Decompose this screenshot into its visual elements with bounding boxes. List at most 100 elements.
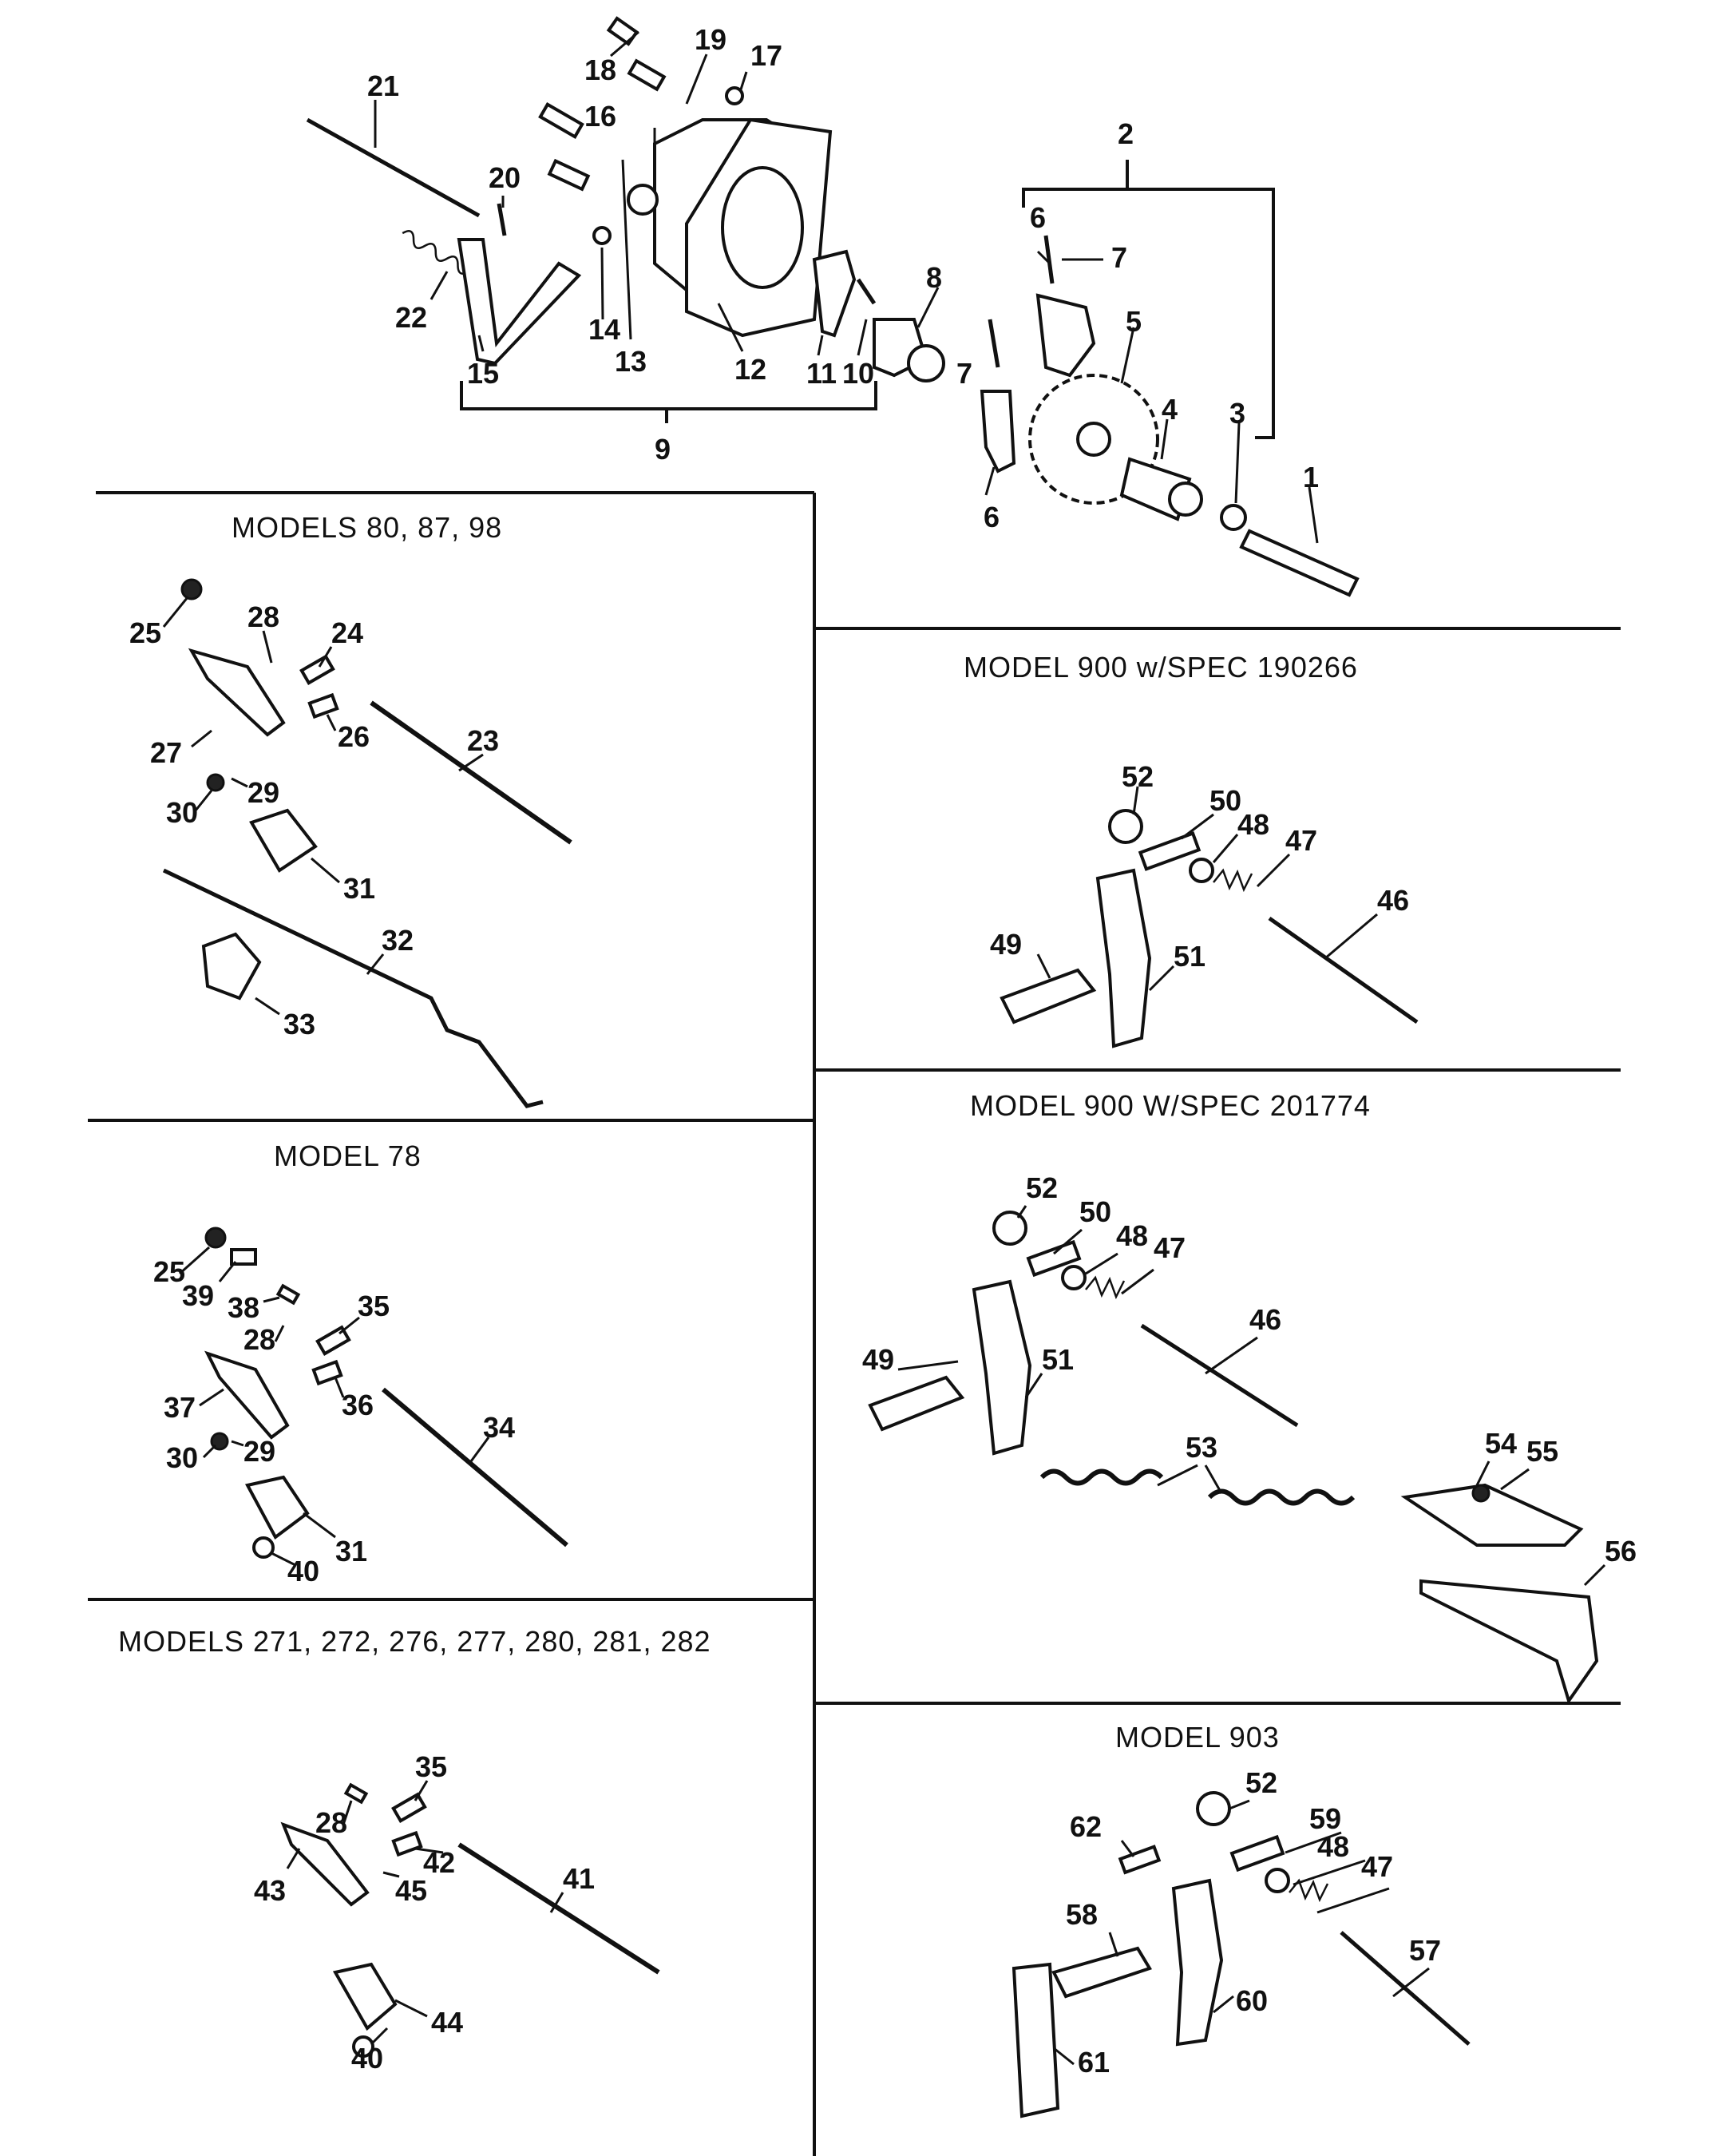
callout-19: 19 xyxy=(695,23,726,56)
callout-5: 5 xyxy=(1126,305,1142,338)
callout-4: 4 xyxy=(1162,393,1178,426)
callout-35: 35 xyxy=(358,1290,390,1322)
section-title-model-903: MODEL 903 xyxy=(1115,1721,1280,1754)
callout-40-m271: 40 xyxy=(351,2042,383,2075)
callout-2: 2 xyxy=(1118,117,1134,150)
callout-36: 36 xyxy=(342,1389,374,1421)
callout-14: 14 xyxy=(588,313,620,346)
callout-61: 61 xyxy=(1078,2046,1110,2079)
callout-30-m78: 30 xyxy=(166,1441,198,1474)
callout-47-b: 47 xyxy=(1154,1231,1186,1264)
callout-52: 52 xyxy=(1122,760,1154,793)
callout-20: 20 xyxy=(489,161,521,194)
callout-51-b: 51 xyxy=(1042,1343,1074,1376)
callout-38: 38 xyxy=(228,1291,259,1324)
section-title-model-78: MODEL 78 xyxy=(274,1139,422,1172)
callout-27: 27 xyxy=(150,736,182,769)
callout-59: 59 xyxy=(1309,1802,1341,1835)
callout-47: 47 xyxy=(1285,824,1317,857)
callout-11: 11 xyxy=(806,357,837,390)
callout-37: 37 xyxy=(164,1391,196,1424)
callout-numbers-models-80-87-98: 23 24 25 26 27 28 29 30 31 32 33 xyxy=(129,600,499,1040)
callout-3: 3 xyxy=(1229,397,1245,430)
callout-49: 49 xyxy=(990,928,1022,961)
callout-13: 13 xyxy=(615,345,647,378)
callout-28-m271: 28 xyxy=(315,1806,347,1839)
callout-8: 8 xyxy=(926,261,942,294)
callout-34: 34 xyxy=(483,1411,515,1444)
section-title-model-900-spec-201774: MODEL 900 W/SPEC 201774 xyxy=(970,1089,1371,1122)
callout-9: 9 xyxy=(655,433,671,466)
section-title-model-900-spec-190266: MODEL 900 w/SPEC 190266 xyxy=(964,651,1358,684)
callout-39: 39 xyxy=(182,1279,214,1312)
governor-top-assembly xyxy=(306,16,1360,597)
callout-52-b: 52 xyxy=(1026,1171,1058,1204)
callout-58: 58 xyxy=(1066,1898,1098,1931)
callout-28: 28 xyxy=(247,600,279,633)
callout-54: 54 xyxy=(1485,1427,1517,1460)
callout-23: 23 xyxy=(467,724,499,757)
section-title-models-80-87-98: MODELS 80, 87, 98 xyxy=(232,511,502,544)
callout-28-m78: 28 xyxy=(243,1323,275,1356)
section-title-models-271-282: MODELS 271, 272, 276, 277, 280, 281, 282 xyxy=(118,1625,711,1658)
callout-60: 60 xyxy=(1236,1984,1268,2017)
callout-43: 43 xyxy=(254,1874,286,1907)
callout-41: 41 xyxy=(563,1862,595,1895)
callout-48-m903: 48 xyxy=(1317,1830,1349,1863)
callout-30: 30 xyxy=(166,796,198,829)
callout-47-m903: 47 xyxy=(1361,1850,1393,1883)
callout-35-m271: 35 xyxy=(415,1750,447,1783)
callout-55: 55 xyxy=(1526,1435,1558,1468)
callout-numbers-model-900-spec-201774: 46 47 48 49 50 51 52 53 53 54 55 56 xyxy=(862,1171,1637,1567)
callout-17: 17 xyxy=(750,39,782,72)
callout-31: 31 xyxy=(343,872,375,905)
callout-48: 48 xyxy=(1237,808,1269,841)
callout-50-b: 50 xyxy=(1079,1195,1111,1228)
callout-21: 21 xyxy=(367,69,399,102)
callout-numbers-model-903: 47 48 52 57 58 59 60 61 62 xyxy=(1066,1766,1441,2079)
callout-26: 26 xyxy=(338,720,370,753)
callout-29: 29 xyxy=(247,776,279,809)
model-900-spec-190266-parts xyxy=(1000,809,1419,1048)
callout-6-lower: 6 xyxy=(984,501,1000,533)
callout-40-m78: 40 xyxy=(287,1555,319,1587)
callout-52-m903: 52 xyxy=(1245,1766,1277,1799)
models-271-282-parts xyxy=(280,1782,660,2058)
callout-16: 16 xyxy=(584,100,616,133)
callout-45: 45 xyxy=(395,1874,427,1907)
callout-33: 33 xyxy=(283,1008,315,1040)
leader-lines xyxy=(162,30,1606,2066)
callout-51: 51 xyxy=(1174,940,1205,973)
callout-32: 32 xyxy=(382,924,414,957)
callout-numbers-model-78: 25 28 29 30 31 34 35 36 37 38 39 40 xyxy=(153,1255,515,1587)
section-frames xyxy=(88,160,1621,2156)
callout-15: 15 xyxy=(467,357,499,390)
callout-6-upper: 6 xyxy=(1030,201,1046,234)
callout-numbers-top: 1 2 3 4 5 6 6 7 7 8 9 10 11 12 13 14 15 … xyxy=(367,23,1319,533)
callout-numbers-model-900-spec-190266: 46 47 48 49 50 51 52 xyxy=(990,760,1409,973)
models-80-87-98-parts xyxy=(162,578,572,1108)
callout-53: 53 xyxy=(1186,1431,1217,1464)
callout-31-m78: 31 xyxy=(335,1535,367,1567)
callout-12: 12 xyxy=(734,353,766,386)
callout-29-m78: 29 xyxy=(243,1435,275,1468)
callout-7-upper: 7 xyxy=(1111,241,1127,274)
callout-62: 62 xyxy=(1070,1810,1102,1843)
callout-42: 42 xyxy=(423,1846,455,1879)
callout-46: 46 xyxy=(1377,884,1409,917)
callout-24: 24 xyxy=(331,616,363,649)
callout-56: 56 xyxy=(1605,1535,1637,1567)
callout-48-b: 48 xyxy=(1116,1219,1148,1252)
callout-46-b: 46 xyxy=(1249,1303,1281,1336)
callout-44: 44 xyxy=(431,2006,463,2039)
callout-22: 22 xyxy=(395,301,427,334)
model-78-parts xyxy=(204,1227,568,1559)
callout-49-b: 49 xyxy=(862,1343,894,1376)
model-900-spec-201774-parts xyxy=(868,1211,1599,1705)
callout-10: 10 xyxy=(842,357,874,390)
callout-numbers-models-271-282: 28 35 40 41 42 43 44 45 xyxy=(254,1750,595,2075)
callout-25: 25 xyxy=(129,616,161,649)
callout-7-lower: 7 xyxy=(956,357,972,390)
callout-57: 57 xyxy=(1409,1934,1441,1967)
